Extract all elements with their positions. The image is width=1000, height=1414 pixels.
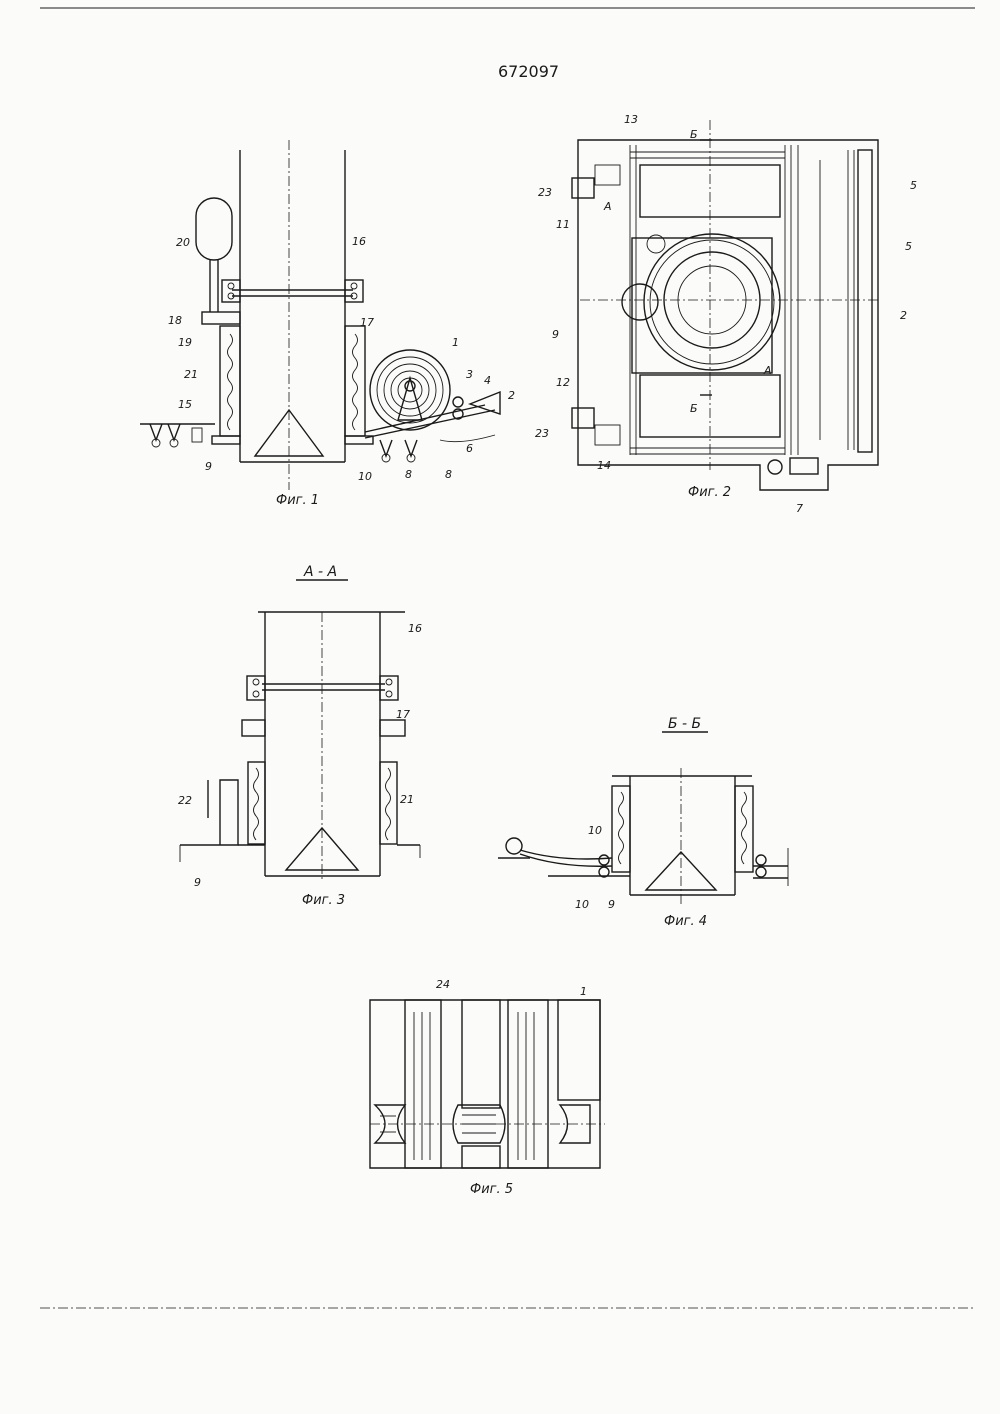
callout-15: 15 <box>178 398 192 411</box>
caption-fig1: Фиг. 1 <box>276 493 319 508</box>
callout-10b-fig4: 10 <box>575 898 589 911</box>
caption-fig4: Фиг. 4 <box>664 914 707 929</box>
callout-7: 7 <box>796 502 803 515</box>
callout-8b: 8 <box>445 468 452 481</box>
callout-11: 11 <box>556 218 570 231</box>
callout-9-fig4: 9 <box>608 898 615 911</box>
callout-1: 1 <box>452 336 459 349</box>
callout-9: 9 <box>205 460 212 473</box>
patent-number: 672097 <box>498 62 559 81</box>
callout-23-top: 23 <box>538 186 552 199</box>
callout-3: 3 <box>466 368 473 381</box>
callout-16-fig3: 16 <box>408 622 422 635</box>
callout-5b: 5 <box>905 240 912 253</box>
callout-17: 17 <box>360 316 374 329</box>
callout-20: 20 <box>176 236 190 249</box>
callout-17-fig3: 17 <box>396 708 410 721</box>
callout-4: 4 <box>484 374 491 387</box>
callout-a-top: А <box>603 200 612 213</box>
callout-10a-fig4: 10 <box>588 824 602 837</box>
callout-16: 16 <box>352 235 366 248</box>
callout-12: 12 <box>556 376 570 389</box>
caption-fig3: Фиг. 3 <box>302 893 345 908</box>
callout-2: 2 <box>508 389 515 402</box>
callout-6: 6 <box>466 442 473 455</box>
callout-14: 14 <box>597 459 611 472</box>
callout-23-bottom: 23 <box>535 427 549 440</box>
callout-21: 21 <box>184 368 198 381</box>
callout-19: 19 <box>178 336 192 349</box>
caption-fig5: Фиг. 5 <box>470 1182 513 1197</box>
figure-1 <box>140 140 500 490</box>
callout-8a: 8 <box>405 468 412 481</box>
callout-13: 13 <box>624 113 638 126</box>
figure-2 <box>572 120 880 490</box>
figure-3 <box>180 612 420 880</box>
section-label-b-b: Б - Б <box>668 716 701 732</box>
callout-10: 10 <box>358 470 372 483</box>
section-label-a-a: А - А <box>303 564 337 580</box>
callout-18: 18 <box>168 314 182 327</box>
callout-a-bottom: А <box>763 364 772 377</box>
callout-24: 24 <box>436 978 450 991</box>
callout-9-fig2: 9 <box>552 328 559 341</box>
figure-4 <box>498 768 788 905</box>
figure-5 <box>370 1000 605 1168</box>
callout-22: 22 <box>178 794 192 807</box>
caption-fig2: Фиг. 2 <box>688 485 731 500</box>
callout-b-bottom: Б <box>690 402 698 415</box>
callout-21-fig3: 21 <box>400 793 414 806</box>
callout-9-fig3: 9 <box>194 876 201 889</box>
callout-5a: 5 <box>910 179 917 192</box>
callout-2-fig2: 2 <box>900 309 907 322</box>
callout-b-top: Б <box>690 128 698 141</box>
callout-1-fig5: 1 <box>580 985 587 998</box>
